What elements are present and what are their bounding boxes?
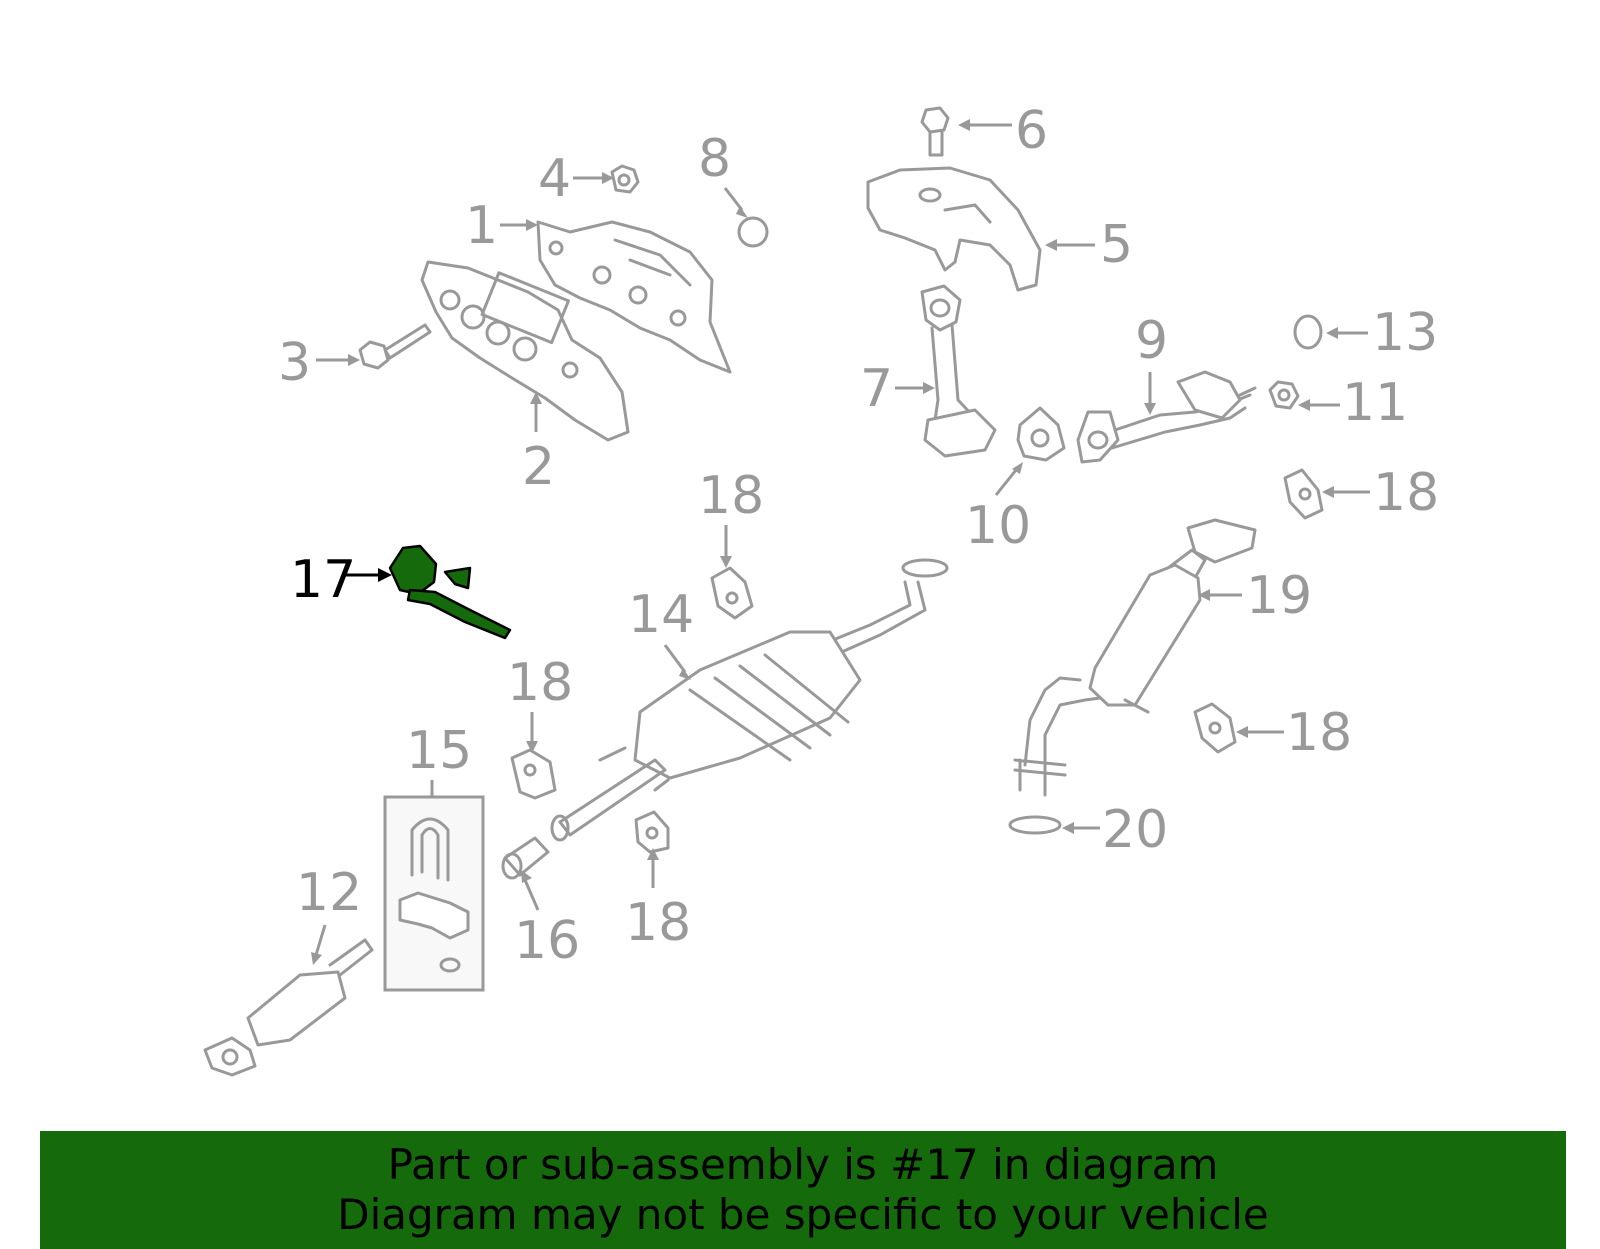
callout-2[interactable]: 2: [522, 437, 555, 497]
callout-5[interactable]: 5: [1100, 215, 1133, 275]
callout-18e[interactable]: 18: [625, 893, 691, 953]
part-5-heat-shield: [866, 166, 1042, 292]
callout-12[interactable]: 12: [296, 863, 362, 923]
banner-line-part-number: Part or sub-assembly is #17 in diagram: [387, 1140, 1219, 1189]
part-18-hanger: [510, 468, 1324, 854]
banner-line-disclaimer: Diagram may not be specific to your vehi…: [337, 1190, 1269, 1239]
callout-3[interactable]: 3: [278, 333, 311, 393]
callout-13[interactable]: 13: [1372, 303, 1438, 363]
callout-18d[interactable]: 18: [1286, 703, 1352, 763]
part-15-clamp-kit: [383, 795, 485, 992]
callout-4[interactable]: 4: [538, 149, 571, 209]
part-17-bracket-highlighted[interactable]: [388, 544, 512, 640]
part-19-muffler-pipe: [1013, 518, 1257, 797]
callout-11[interactable]: 11: [1342, 373, 1408, 433]
part-9-pipe: [1076, 370, 1257, 464]
callout-6[interactable]: 6: [1015, 101, 1048, 161]
part-2-gasket: [420, 260, 630, 442]
part-11-nut: [1268, 380, 1300, 410]
callout-arrows: [311, 119, 1370, 965]
part-3-bolt: [358, 323, 432, 370]
callout-1[interactable]: 1: [465, 196, 498, 256]
info-banner: Part or sub-assembly is #17 in diagram D…: [40, 1131, 1566, 1249]
callout-9[interactable]: 9: [1135, 311, 1168, 371]
part-14-muffler: [550, 558, 949, 842]
part-6-bolt: [920, 106, 950, 157]
part-1-heat-shield: [536, 220, 732, 374]
part-7-pipe: [920, 284, 997, 458]
part-16-sleeve: [501, 836, 550, 880]
callout-17[interactable]: 17: [290, 550, 356, 610]
part-8-ring: [737, 216, 769, 248]
callout-19[interactable]: 19: [1246, 566, 1312, 626]
callout-8[interactable]: 8: [698, 129, 731, 189]
callout-18a[interactable]: 18: [698, 466, 764, 526]
part-10-gasket: [1016, 406, 1066, 462]
callout-labels: 1 2 3 4 5 6 7 8 9 10 11 12 13 14 15 16 1…: [278, 101, 1439, 971]
callout-10[interactable]: 10: [965, 496, 1031, 556]
callout-16[interactable]: 16: [514, 911, 580, 971]
callout-18c[interactable]: 18: [507, 653, 573, 713]
callout-15[interactable]: 15: [406, 721, 472, 781]
part-20-gasket: [1008, 815, 1062, 835]
callout-7[interactable]: 7: [860, 359, 893, 419]
callout-20[interactable]: 20: [1102, 800, 1168, 860]
callout-14[interactable]: 14: [628, 585, 694, 645]
exhaust-parts-diagram: 1 2 3 4 5 6 7 8 9 10 11 12 13 14 15 16 1…: [203, 101, 1439, 1077]
part-4-nut: [610, 164, 640, 194]
part-13-ring: [1293, 314, 1323, 350]
part-12-catalytic-converter: [203, 938, 374, 1077]
callout-18b[interactable]: 18: [1373, 463, 1439, 523]
